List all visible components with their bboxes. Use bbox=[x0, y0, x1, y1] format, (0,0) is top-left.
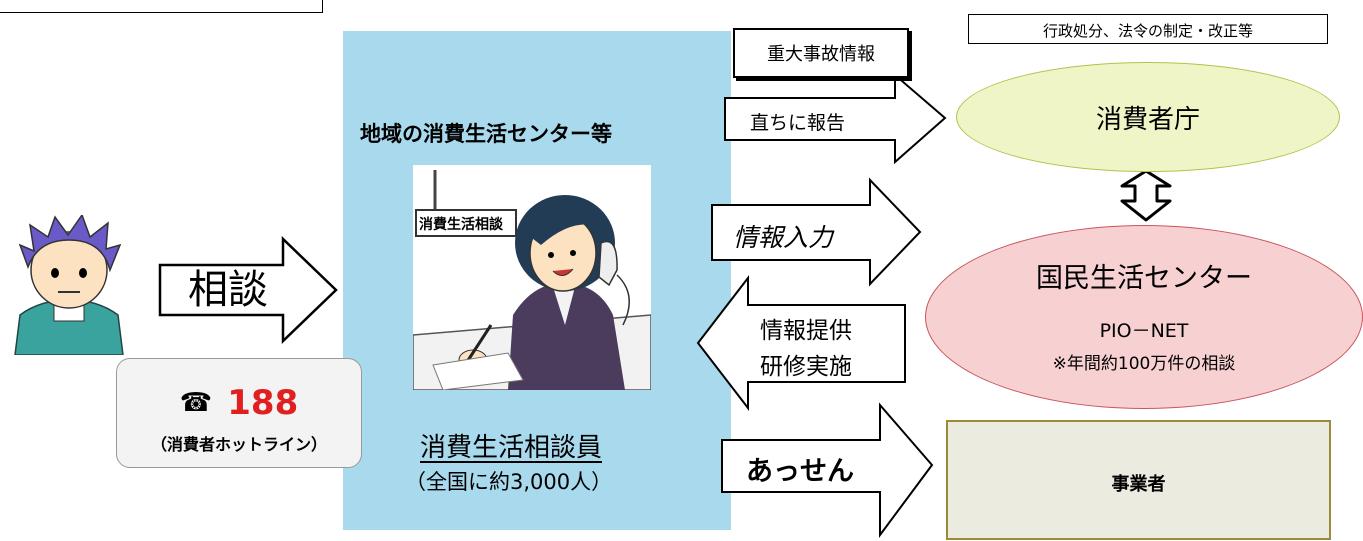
business-label: 事業者 bbox=[1111, 474, 1166, 495]
top-note-box: 行政処分、法令の制定・改正等 bbox=[968, 14, 1328, 44]
info-input-label: 情報入力 bbox=[733, 223, 834, 252]
pionet-label: PIO－NET bbox=[1099, 320, 1189, 342]
top-note-text: 行政処分、法令の制定・改正等 bbox=[1042, 22, 1253, 40]
hotline-box: ☎ 188 （消費者ホットライン） bbox=[116, 358, 362, 468]
mediation-label: あっせん bbox=[746, 456, 854, 487]
sign-label: 消費生活相談 bbox=[419, 217, 503, 233]
business-box: 事業者 bbox=[946, 420, 1331, 540]
telephone-icon: ☎ bbox=[179, 388, 213, 418]
mediation-arrow bbox=[721, 402, 934, 539]
ncac-ellipse: 国民生活センター PIO－NET ※年間約100万件の相談 bbox=[925, 225, 1363, 409]
hotline-number-row: ☎ 188 bbox=[117, 383, 361, 423]
info-provide-arrow bbox=[696, 275, 906, 411]
center-title: 地域の消費生活センター等 bbox=[360, 122, 612, 146]
top-left-box bbox=[0, 0, 323, 13]
consult-arrow bbox=[158, 236, 338, 344]
serious-accident-label: 重大事故情報 bbox=[767, 44, 875, 65]
info-input-arrow bbox=[711, 177, 922, 287]
consult-label: 相談 bbox=[188, 267, 268, 313]
hotline-note: （消費者ホットライン） bbox=[150, 435, 327, 454]
info-provide-label: 情報提供 bbox=[760, 318, 852, 344]
consumer-agency-ellipse: 消費者庁 bbox=[956, 62, 1340, 172]
counselor-count: （全国に約3,000人） bbox=[405, 470, 613, 494]
counselor-name: 消費生活相談員 bbox=[420, 433, 603, 463]
report-arrow bbox=[724, 72, 947, 165]
consumer-agency-label: 消費者庁 bbox=[1095, 105, 1200, 135]
counselor-illustration: 消費生活相談 bbox=[413, 165, 651, 390]
report-label: 直ちに報告 bbox=[750, 112, 846, 134]
pionet-count: ※年間約100万件の相談 bbox=[1052, 354, 1236, 374]
ncac-name: 国民生活センター bbox=[1036, 263, 1252, 294]
serious-accident-callout: 重大事故情報 bbox=[733, 28, 909, 78]
training-label: 研修実施 bbox=[760, 354, 852, 380]
double-vertical-arrow bbox=[1120, 169, 1172, 222]
hotline-number: 188 bbox=[227, 383, 299, 423]
consumer-person-illustration bbox=[10, 213, 128, 356]
